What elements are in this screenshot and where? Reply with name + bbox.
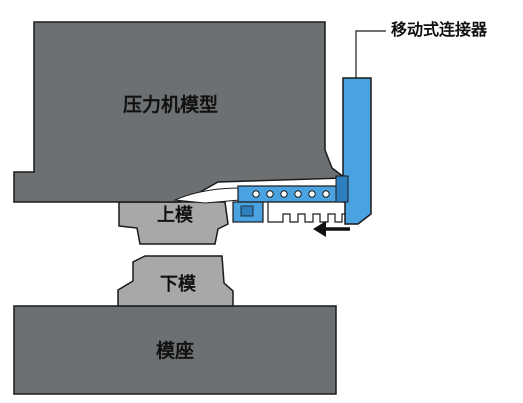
- upper-die-block: [118, 201, 229, 245]
- upper-die-label: 上模: [157, 205, 193, 226]
- press-die-label: 压力机模型: [123, 94, 219, 116]
- die-base-block: [13, 305, 337, 395]
- connector-label: 移动式连接器: [391, 20, 488, 39]
- connector-rail: [237, 185, 341, 203]
- lower-die-block: [117, 255, 234, 307]
- left-arrow-icon: [313, 221, 350, 237]
- lower-die-label: 下模: [160, 274, 196, 295]
- press-die-block: [13, 21, 348, 203]
- connector-leader-line: [355, 30, 386, 78]
- connector-foot: [335, 175, 349, 203]
- fixed-connector: [232, 201, 264, 223]
- die-base-label: 模座: [156, 340, 195, 362]
